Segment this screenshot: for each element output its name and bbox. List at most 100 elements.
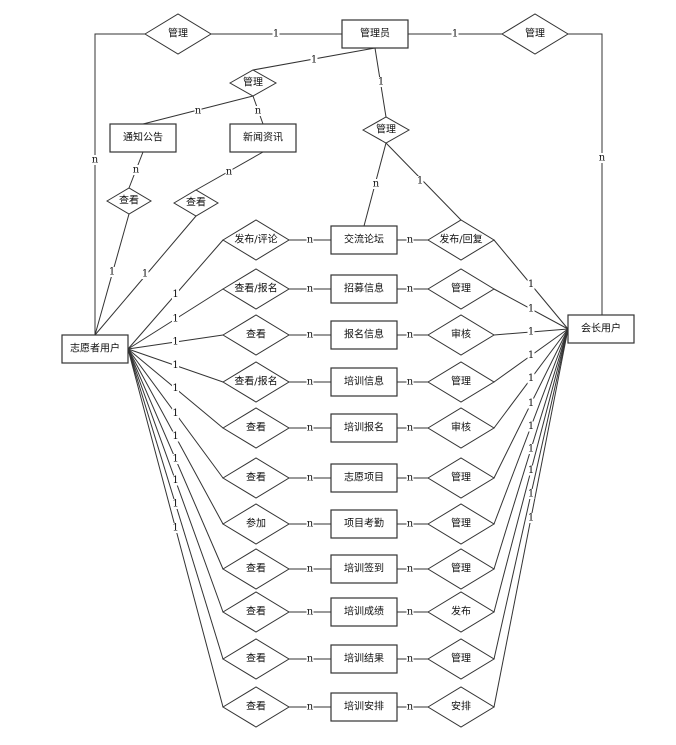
entity-row-7[interactable]: 培训签到 [330,554,398,584]
relationship-row-4-right[interactable]: 审核 [427,407,495,449]
relationship-admin-notice-news[interactable]: 管理 [228,69,278,97]
relationship-row-8-right[interactable]: 发布 [427,591,495,633]
relationship-row-7-right[interactable]: 管理 [427,548,495,590]
relationship-row-5-left[interactable]: 查看 [222,457,290,499]
relationship-row-2-left[interactable]: 查看 [222,314,290,356]
cardinality-value: 1 [172,314,178,325]
cardinality-value: n [407,423,414,434]
relationship-label: 安排 [451,700,471,713]
cardinality-value: n [407,654,414,665]
cardinality-label: 1 [310,55,318,66]
cardinality-label: n [306,702,314,713]
relationship-diamond [222,219,290,261]
relationship-admin-volunteer[interactable]: 管理 [144,13,212,55]
cardinality-value: n [599,153,606,164]
entity-label: 培训安排 [344,700,384,713]
entity-label: 培训结果 [344,652,384,665]
relationship-diamond [427,268,495,310]
entity-row-1[interactable]: 招募信息 [330,274,398,304]
entity-volunteer[interactable]: 志愿者用户 [61,334,129,364]
cardinality-bg [406,423,414,433]
cardinality-value: 1 [378,77,384,88]
relationship-label: 审核 [451,421,471,434]
relationship-row-0-right[interactable]: 发布/回复 [427,219,495,261]
entity-row-8[interactable]: 培训成绩 [330,597,398,627]
relationship-admin-forum[interactable]: 管理 [361,116,411,144]
entity-label: 志愿者用户 [70,342,120,355]
relationship-row-9-left[interactable]: 查看 [222,638,290,680]
relationship-row-10-left[interactable]: 查看 [222,686,290,728]
cardinality-label: n [406,564,414,575]
entity-president[interactable]: 会长用户 [567,314,635,344]
relationship-row-10-right[interactable]: 安排 [427,686,495,728]
cardinality-value: n [307,473,314,484]
relationship-row-9-right[interactable]: 管理 [427,638,495,680]
entity-row-5[interactable]: 志愿项目 [330,463,398,493]
cardinality-bg [172,337,179,347]
cardinality-bg [172,454,179,464]
cardinality-bg [306,519,314,529]
relationship-row-3-right[interactable]: 管理 [427,361,495,403]
cardinality-label: n [306,330,314,341]
relationship-row-7-left[interactable]: 查看 [222,548,290,590]
entity-label: 培训签到 [344,562,384,575]
relationship-row-6-left[interactable]: 参加 [222,503,290,545]
entity-row-2[interactable]: 报名信息 [330,320,398,350]
cardinality-value: n [226,167,233,178]
cardinality-bg [416,176,424,186]
entity-row-0[interactable]: 交流论坛 [330,225,398,255]
relationship-row-6-right[interactable]: 管理 [427,503,495,545]
cardinality-bg [306,473,314,483]
relationship-diamond [427,503,495,545]
entity-news[interactable]: 新闻资讯 [229,123,297,153]
relationship-label: 审核 [451,328,471,341]
cardinality-bg [172,408,179,419]
cardinality-bg [527,350,535,361]
relationship-row-1-left[interactable]: 查看/报名 [222,268,290,310]
relationship-admin-president[interactable]: 管理 [501,13,569,55]
cardinality-label: 1 [527,444,535,455]
entity-label: 交流论坛 [344,233,384,246]
entity-label: 培训成绩 [344,605,384,618]
cardinality-bg [306,377,314,387]
relationship-diamond [222,361,290,403]
relationship-volunteer-notice[interactable]: 查看 [106,187,152,215]
cardinality-label: n [306,564,314,575]
entity-box [330,554,398,584]
cardinality-value: 1 [417,176,423,187]
entity-row-10[interactable]: 培训安排 [330,692,398,722]
relationship-row-8-left[interactable]: 查看 [222,591,290,633]
cardinality-bg [306,284,314,294]
entity-notice[interactable]: 通知公告 [109,123,177,153]
cardinality-bg [372,179,380,189]
relationship-row-0-left[interactable]: 发布/评论 [222,219,290,261]
relationship-row-4-left[interactable]: 查看 [222,407,290,449]
entity-row-4[interactable]: 培训报名 [330,413,398,443]
cardinality-label: n [306,473,314,484]
relationship-label: 管理 [451,517,471,530]
cardinality-bg [406,607,414,617]
relationship-row-2-right[interactable]: 审核 [427,314,495,356]
entity-row-6[interactable]: 项目考勤 [330,509,398,539]
relationship-row-1-right[interactable]: 管理 [427,268,495,310]
relationship-row-5-right[interactable]: 管理 [427,457,495,499]
relationship-row-3-left[interactable]: 查看/报名 [222,361,290,403]
cardinality-value: 1 [528,421,534,432]
cardinality-value: 1 [172,337,178,348]
cardinality-value: n [307,564,314,575]
entity-row-3[interactable]: 培训信息 [330,367,398,397]
cardinality-bg [527,373,535,384]
cardinality-bg [172,289,179,300]
entity-admin[interactable]: 管理员 [341,19,409,49]
entity-row-9[interactable]: 培训结果 [330,644,398,674]
relationship-diamond [361,116,411,144]
cardinality-value: 1 [172,475,178,486]
cardinality-bg [172,360,179,371]
relationship-volunteer-news[interactable]: 查看 [173,189,219,217]
entity-box [341,19,409,49]
cardinality-bg [527,279,535,290]
cardinality-label: 1 [108,267,116,278]
cardinality-bg [406,564,414,574]
cardinality-bg [306,330,314,340]
